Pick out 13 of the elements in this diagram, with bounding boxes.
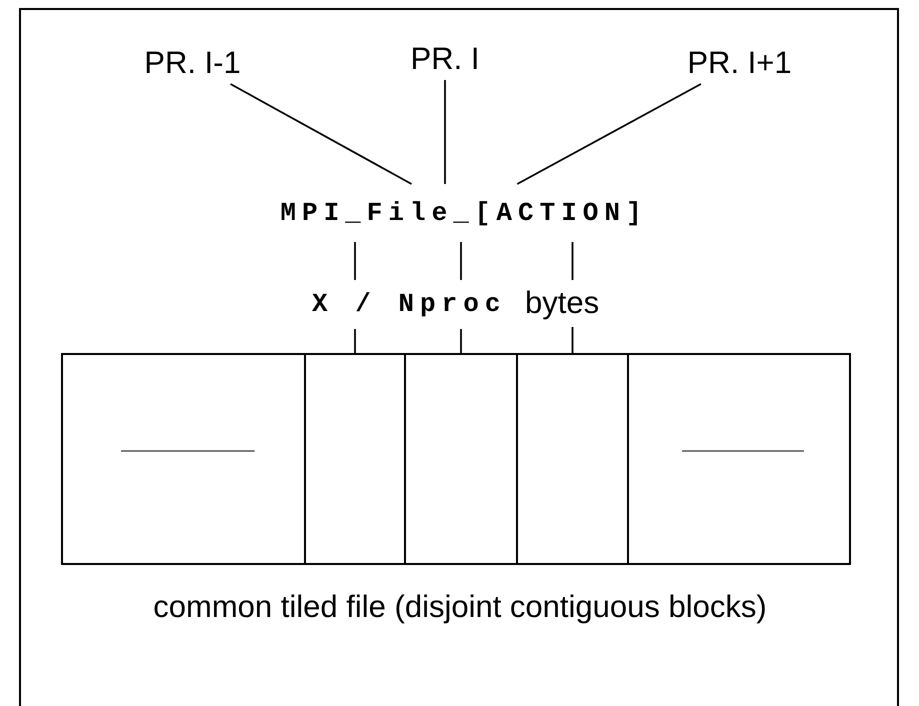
connector-line [516, 83, 702, 185]
file-block [61, 353, 306, 565]
process-label: PR. I+1 [672, 42, 807, 84]
file-block [404, 353, 518, 565]
file-block [516, 353, 629, 565]
process-label: PR. I [395, 38, 495, 80]
process-label: MPI_File_[ACTION] [268, 184, 660, 242]
process-label: PR. I-1 [130, 42, 255, 84]
file-block [304, 353, 406, 565]
connector-line [444, 80, 446, 184]
file-block [627, 353, 851, 565]
diagram-caption: common tiled file (disjoint contiguous blocks) [152, 588, 768, 626]
connector-line [230, 83, 412, 185]
